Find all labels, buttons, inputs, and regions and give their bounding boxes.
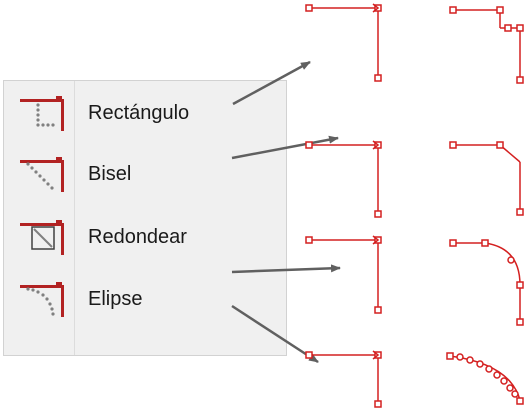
pointer-arrows (231, 60, 341, 364)
menu-separator (74, 81, 75, 355)
bevel-corner-icon (20, 157, 64, 192)
round-corner-icon (20, 220, 64, 255)
arrow-round (231, 264, 341, 274)
corner-type-menu: Rectángulo Bisel Redondear (3, 80, 287, 356)
menu-item-label: Redondear (88, 226, 187, 248)
arrow-ellipse (231, 304, 319, 364)
arrow-rectangle (232, 60, 311, 106)
original-corner-diagrams (305, 3, 382, 408)
menu-item-ellipse[interactable]: Elipse (4, 270, 286, 328)
menu-item-label: Rectángulo (88, 102, 190, 124)
arrow-bevel (231, 135, 339, 160)
result-corner-diagrams (446, 6, 524, 405)
menu-item-label: Elipse (88, 288, 143, 310)
menu-item-rectangle[interactable]: Rectángulo (4, 84, 286, 142)
menu-item-label: Bisel (88, 163, 132, 185)
menu-item-round[interactable]: Redondear (4, 208, 286, 266)
menu-item-bevel[interactable]: Bisel (4, 145, 286, 203)
ellipse-corner-icon (20, 282, 64, 317)
rectangle-corner-icon (20, 96, 64, 131)
